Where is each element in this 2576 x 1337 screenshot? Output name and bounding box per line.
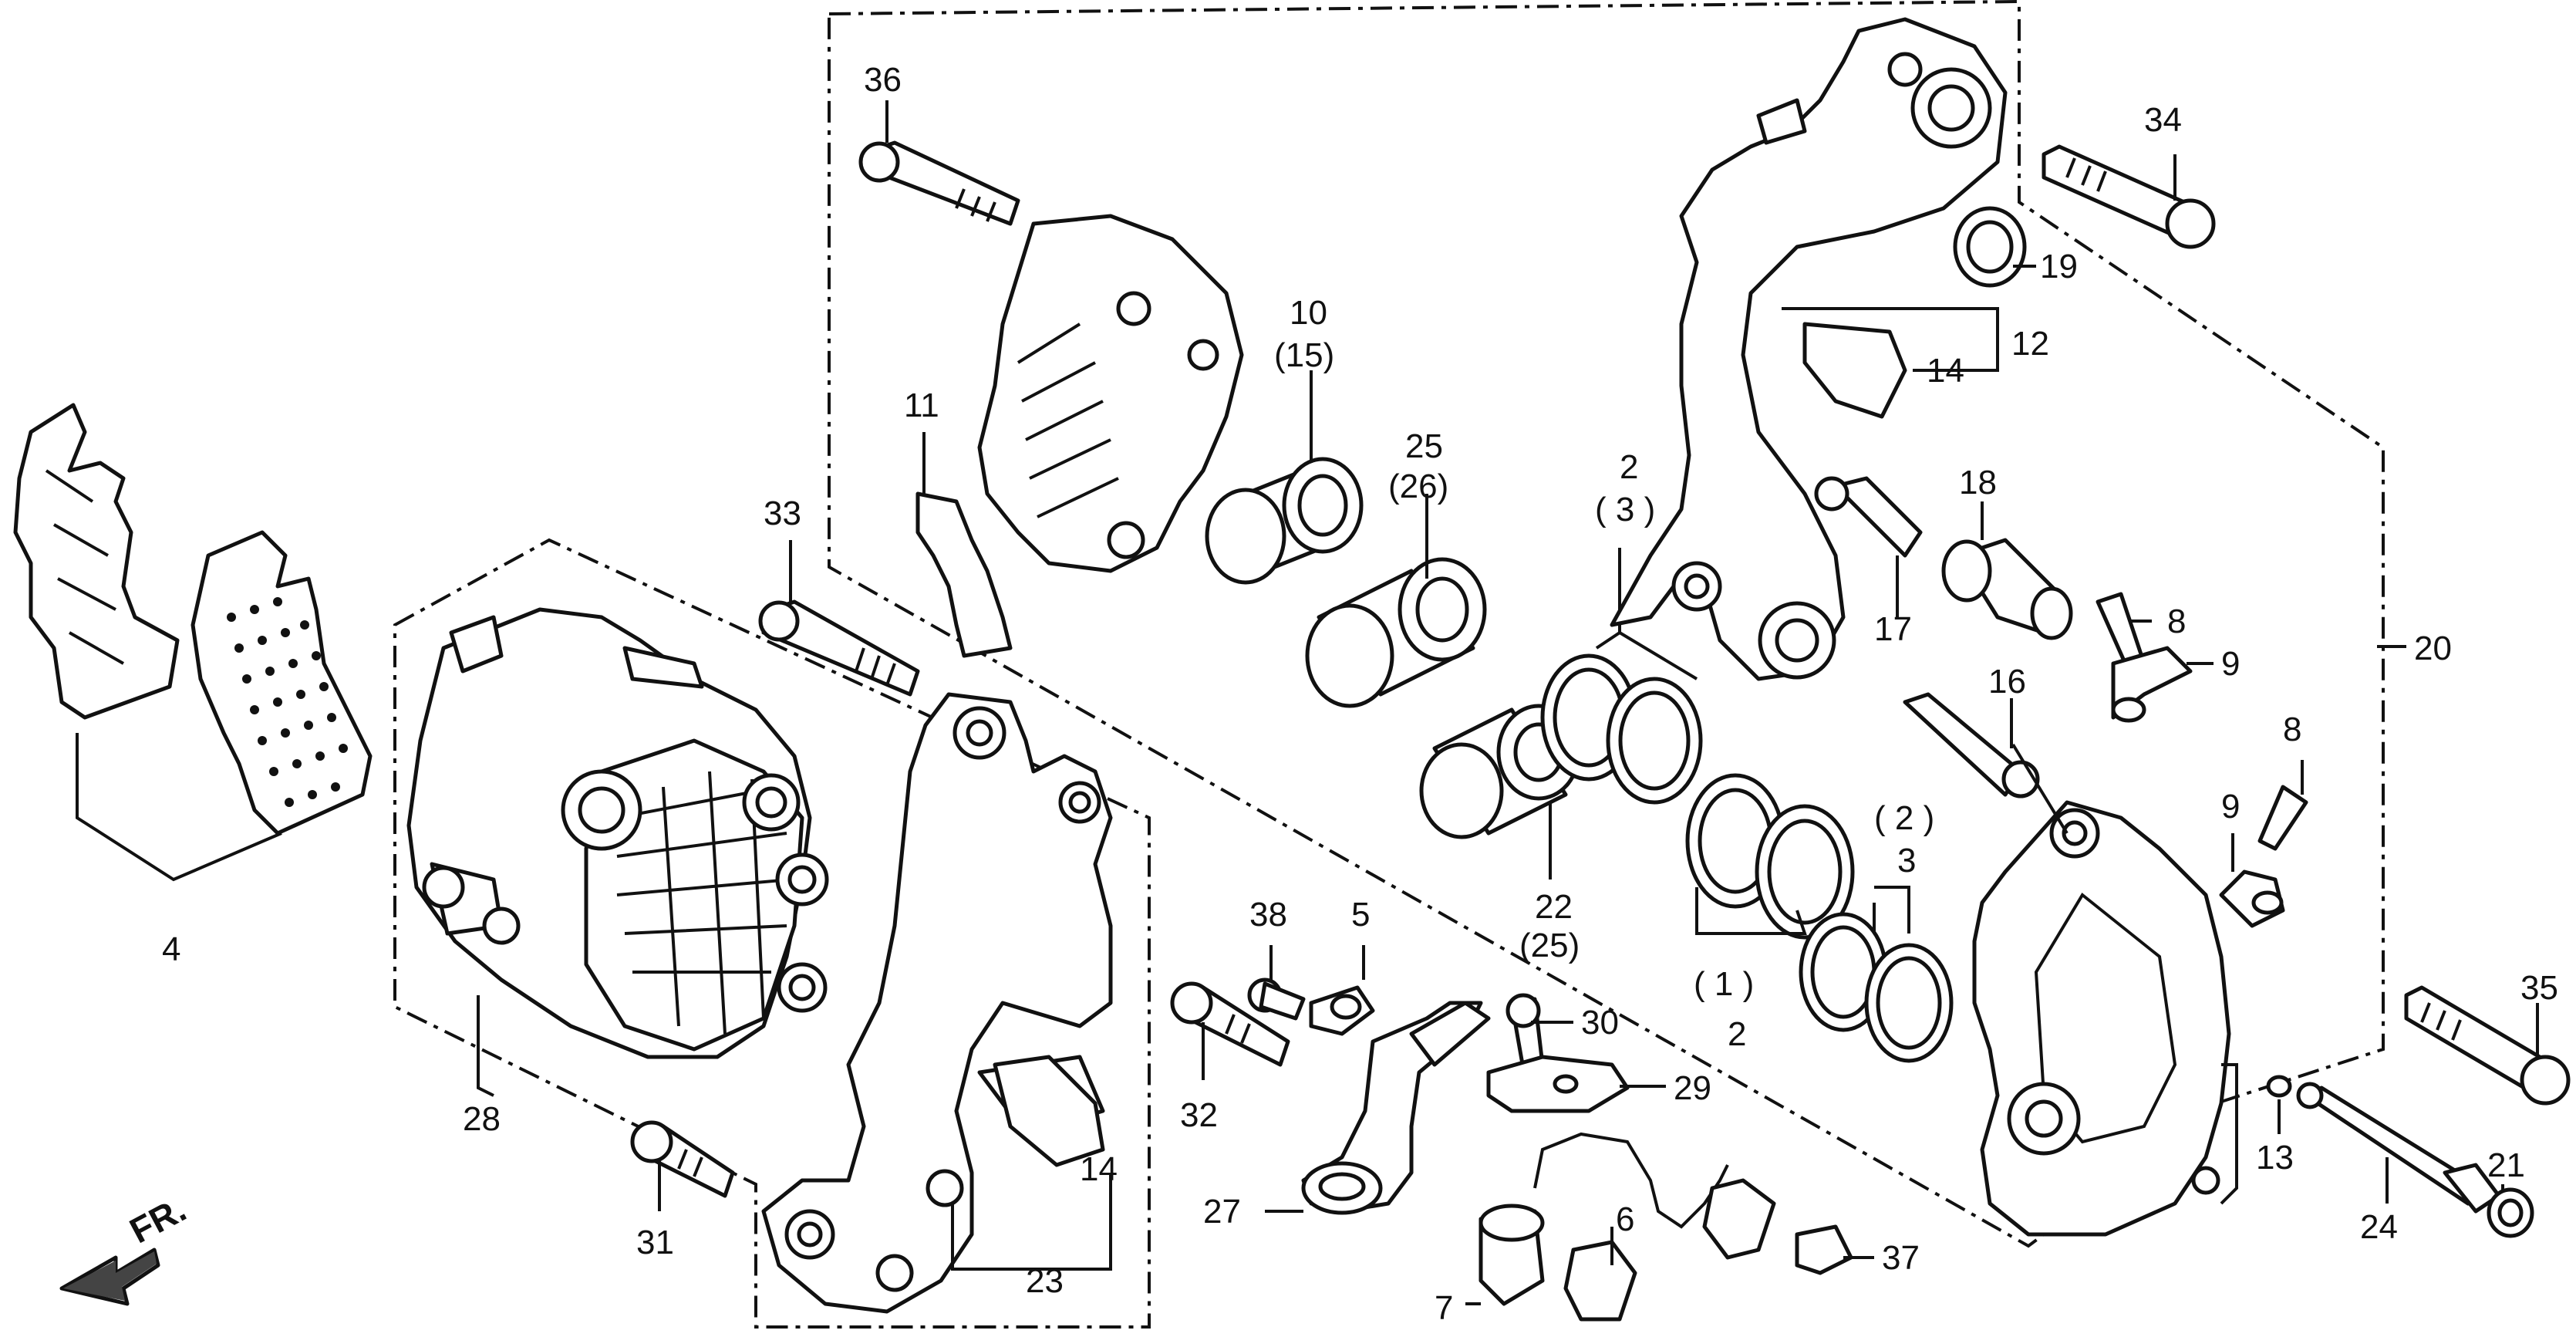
pin-17 — [1814, 476, 1923, 617]
clamp-5 — [1309, 945, 1375, 1036]
left-bracket — [761, 692, 1113, 1314]
washer-9-lower — [2219, 833, 2285, 928]
pin-24 — [2296, 1082, 2501, 1214]
label-4: 4 — [162, 930, 180, 968]
label-5: 5 — [1351, 896, 1370, 934]
left-caliper-body — [406, 607, 829, 1097]
label-20: 20 — [2414, 630, 2452, 667]
right-pad-spring — [1802, 322, 1907, 419]
label-2-upper: 2 — [1620, 448, 1638, 486]
label-24: 24 — [2360, 1208, 2398, 1246]
label-fr-direction: FR. — [123, 1189, 193, 1251]
washer-13 — [2266, 1075, 2292, 1134]
label-18: 18 — [1959, 464, 1997, 501]
pad-retainer-plate — [915, 491, 1013, 658]
label-31: 31 — [636, 1224, 674, 1261]
brake-pad-front — [13, 403, 180, 720]
label-2-paren: ( 2 ) — [1874, 799, 1934, 837]
label-25-paren: (25) — [1519, 927, 1580, 964]
label-14-lower: 14 — [1080, 1150, 1118, 1188]
label-23: 23 — [1026, 1262, 1064, 1300]
left-caliper-bracket — [761, 692, 1113, 1314]
seal-ring-upper-2 — [1606, 677, 1703, 805]
label-19: 19 — [2040, 248, 2078, 285]
bolt-31 — [630, 1120, 735, 1211]
label-15: (15) — [1274, 336, 1334, 374]
bolt-35 — [2404, 985, 2571, 1106]
brake-pads — [13, 403, 373, 882]
group-outlines — [393, 0, 2385, 1329]
boot-18 — [1941, 501, 2073, 640]
label-3-upper: ( 3 ) — [1595, 491, 1655, 528]
label-1: ( 1 ) — [1694, 965, 1754, 1003]
label-25: 25 — [1405, 427, 1443, 465]
pad-dimples — [227, 597, 348, 807]
label-8-lower: 8 — [2283, 711, 2301, 748]
seal-ring-mid-2 — [1755, 804, 1855, 940]
label-29: 29 — [1674, 1069, 1711, 1107]
bolt-33 — [758, 540, 920, 697]
left-caliper-fins — [616, 771, 791, 1035]
bolt-32 — [1170, 981, 1290, 1080]
cap-21 — [2487, 1184, 2534, 1238]
label-13: 13 — [2256, 1139, 2294, 1177]
label-35: 35 — [2520, 969, 2558, 1007]
label-9-upper: 9 — [2221, 645, 2240, 683]
plug-19 — [1953, 206, 2036, 288]
right-caliper-bracket — [1610, 17, 2008, 681]
label-36: 36 — [864, 61, 902, 99]
label-6: 6 — [1616, 1200, 1634, 1238]
label-14-upper: 14 — [1927, 352, 1964, 390]
label-33: 33 — [764, 495, 801, 532]
label-16: 16 — [1988, 663, 2026, 701]
label-12: 12 — [2011, 325, 2049, 363]
connector-37 — [1702, 1178, 1874, 1275]
label-37: 37 — [1882, 1239, 1920, 1277]
label-17: 17 — [1874, 610, 1912, 648]
label-34: 34 — [2144, 101, 2182, 139]
left-pad-spring — [993, 1055, 1105, 1167]
label-21: 21 — [2487, 1146, 2525, 1184]
seals — [1540, 548, 1954, 1063]
wheel-speed-sensor-6 — [1479, 1132, 1729, 1322]
seal-ring-lower-2 — [1864, 943, 1954, 1063]
label-10: 10 — [1290, 294, 1327, 332]
piston-25 — [1305, 494, 1487, 708]
right-caliper-body — [1972, 743, 2238, 1237]
bolt-36 — [858, 100, 1020, 226]
label-7: 7 — [1435, 1289, 1453, 1327]
sensor-bracket-27 — [1265, 1001, 1491, 1215]
label-28: 28 — [463, 1100, 501, 1138]
label-32: 32 — [1180, 1096, 1218, 1134]
piston-10 — [1205, 370, 1364, 585]
front-direction-arrow — [59, 1248, 160, 1306]
label-2-lower: 2 — [1728, 1015, 1746, 1053]
label-26: (26) — [1388, 468, 1448, 505]
label-9-lower: 9 — [2221, 788, 2240, 825]
clamp-29 — [1486, 1055, 1666, 1113]
bleeder-8-lower — [2257, 760, 2308, 851]
pad-shim — [915, 432, 1013, 658]
label-8-upper: 8 — [2167, 603, 2186, 640]
caliper-cover-shell — [977, 214, 1244, 573]
bolt-34 — [2042, 144, 2216, 249]
label-11: 11 — [904, 387, 939, 424]
label-38: 38 — [1249, 896, 1287, 934]
label-22: 22 — [1535, 888, 1573, 926]
label-27: 27 — [1203, 1193, 1241, 1231]
right-caliper-group-outline — [828, 0, 2385, 1248]
pistons — [1205, 370, 1581, 880]
washer-9-upper — [2111, 646, 2214, 723]
left-caliper-group-outline — [393, 538, 1151, 1329]
right-caliper-housing — [1972, 800, 2231, 1237]
label-3-lower: 3 — [1897, 842, 1916, 880]
bolt-38 — [1247, 945, 1306, 1021]
label-30: 30 — [1581, 1004, 1619, 1042]
right-bracket — [1610, 17, 2008, 681]
caliper-cover — [977, 214, 1244, 573]
brake-pad-rear — [191, 530, 373, 836]
pin-16 — [1903, 692, 2040, 798]
